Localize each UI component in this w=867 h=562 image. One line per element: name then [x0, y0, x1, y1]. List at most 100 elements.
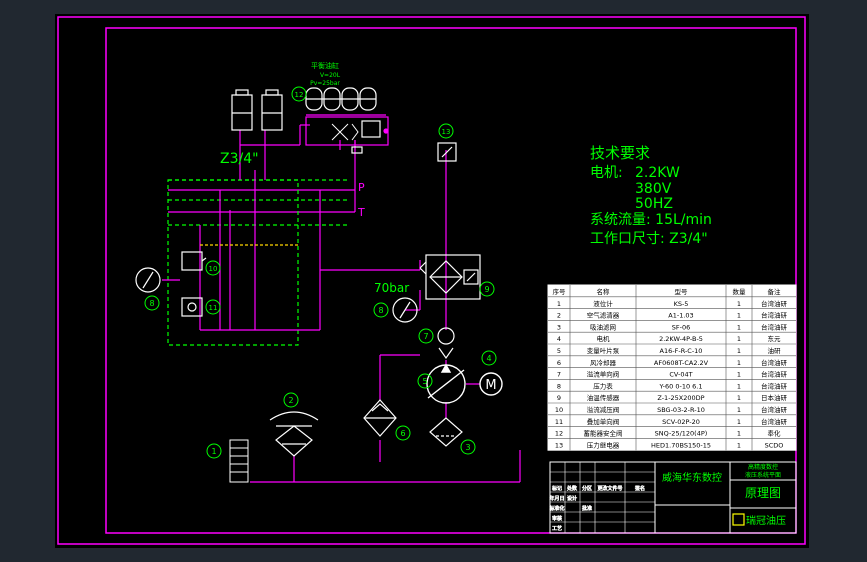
bom-header-cell: 数量	[733, 287, 747, 296]
inner-frame	[105, 27, 797, 534]
company-line-1: 高精度数控	[748, 463, 778, 471]
motor-letter: M	[485, 378, 496, 393]
title-block-field-label: 更改文件号	[597, 485, 622, 492]
bom-cell: 1	[737, 371, 741, 379]
bom-cell: 叠加单向阀	[587, 417, 620, 426]
bom-cell: 台湾油研	[761, 381, 788, 390]
notes-motor-freq: 50HZ	[635, 196, 673, 212]
balloon-8-right: 8	[373, 302, 389, 318]
balloon-10: 10	[205, 260, 221, 276]
bom-cell: 13	[555, 441, 563, 449]
bom-cell: 5	[557, 347, 561, 355]
bom-header-cell: 名称	[597, 287, 611, 296]
bom-cell: 变量叶片泵	[587, 346, 620, 355]
title-block-field-label: 标准化	[549, 505, 564, 512]
check-valve-11	[181, 297, 203, 317]
relief-valve-10	[181, 244, 300, 271]
pressure-gauge-left	[135, 267, 161, 293]
port-p-label: P	[358, 181, 365, 194]
balloon-9: 9	[479, 281, 495, 297]
svg-text:3: 3	[465, 443, 470, 452]
bom-cell: 东元	[768, 334, 782, 343]
bom-cell: 8	[557, 382, 561, 390]
bom-cell: 9	[557, 394, 561, 402]
notes-title: 技术要求	[590, 144, 650, 162]
balloon-8-left: 8	[144, 295, 160, 311]
pressure-label: 70bar	[374, 281, 409, 295]
title-block: 标记处数分区更改文件号签名年月日设计标准化审核工艺批准 高精度数控 液压系统平面…	[549, 461, 797, 534]
title-block-field-label: 标记	[552, 485, 562, 492]
bom-cell: 台湾油研	[761, 370, 788, 379]
cylinders	[231, 89, 283, 131]
bom-cell: SBG-03-2-R-10	[657, 406, 705, 414]
svg-text:8: 8	[378, 306, 383, 315]
title-block-field-label: 处数	[567, 485, 577, 492]
bom-cell: 溢流减压阀	[587, 405, 620, 414]
bom-cell: 7	[557, 371, 561, 379]
title-block-field-label: 年月日	[549, 495, 564, 502]
bom-cell: 液位计	[593, 299, 613, 308]
bom-header-cell: 序号	[553, 287, 567, 296]
bom-cell: 压力继电器	[587, 440, 620, 449]
title-block-field-label: 批准	[582, 505, 592, 512]
air-filter	[269, 411, 319, 457]
bom-cell: Y-60 0-10 6.1	[658, 382, 702, 390]
accumulator-valves	[331, 123, 359, 141]
bom-cell: SCDO	[765, 441, 784, 449]
bom-cell: Z-1-25X200DP	[657, 394, 704, 402]
bom-cell: 1	[737, 418, 741, 426]
suction-filter	[429, 417, 463, 447]
bom-cell: 12	[555, 430, 563, 438]
level-gauge	[229, 439, 249, 483]
piping	[162, 114, 521, 483]
bom-cell: 1	[737, 441, 741, 449]
air-cooler-block	[419, 254, 481, 300]
port-t-label: T	[357, 206, 365, 219]
pressure-gauge-right	[392, 297, 418, 323]
title-block-field-label: 工艺	[552, 526, 562, 532]
bom-cell: 奉化	[768, 429, 782, 438]
bom-cell: 溢流单向阀	[587, 370, 620, 379]
bom-cell: 1	[737, 382, 741, 390]
accumulator-volume: V=20L	[320, 72, 341, 79]
svg-text:13: 13	[442, 128, 451, 136]
svg-text:5: 5	[422, 377, 427, 386]
bom-cell: 台湾油研	[761, 322, 788, 331]
bom-cell: KS-5	[674, 300, 689, 308]
drawing-name: 原理图	[745, 486, 781, 500]
bom-cell: AF0608T-CA2.2V	[654, 359, 709, 367]
svg-text:1: 1	[211, 447, 216, 456]
pump-motor	[426, 363, 503, 404]
bom-cell: 2	[557, 312, 561, 320]
svg-text:7: 7	[423, 332, 428, 341]
bom-cell: 油温传感器	[587, 393, 620, 402]
notes-motor-label: 电机:	[590, 165, 623, 181]
bom-cell: SCV-02P-20	[662, 418, 700, 426]
balloon-11: 11	[205, 299, 221, 315]
accumulator-bank	[305, 87, 377, 111]
pressure-switch	[437, 142, 457, 162]
bom-header-cell: 备注	[768, 287, 782, 296]
bom-cell: 1	[737, 359, 741, 367]
bom-cell: 吸油滤网	[590, 322, 616, 331]
company-line-2: 液压系统平面	[745, 471, 781, 479]
port-size-label: Z3/4"	[220, 151, 259, 167]
accumulator-pressure: Pv=25bar	[310, 80, 340, 87]
bom-cell: 1	[737, 394, 741, 402]
svg-text:4: 4	[486, 354, 491, 363]
bom-cell: 电机	[597, 334, 611, 343]
company-logo: 瑞冠油压	[732, 513, 786, 527]
title-block-field-label: 审核	[552, 515, 562, 522]
title-block-field-label: 分区	[582, 485, 592, 492]
accumulator-title: 平衡油缸	[311, 61, 339, 70]
bom-cell: 1	[737, 323, 741, 331]
balloon-2: 2	[283, 392, 299, 408]
balloon-13: 13	[438, 123, 454, 139]
check-valve-7	[437, 327, 455, 360]
bom-cell: 1	[737, 335, 741, 343]
bom-cell: 台湾油研	[761, 405, 788, 414]
bom-cell: 台湾油研	[761, 417, 788, 426]
bom-cell: 1	[737, 347, 741, 355]
bom-cell: 11	[555, 418, 563, 426]
accumulator-safety-block	[305, 116, 389, 154]
